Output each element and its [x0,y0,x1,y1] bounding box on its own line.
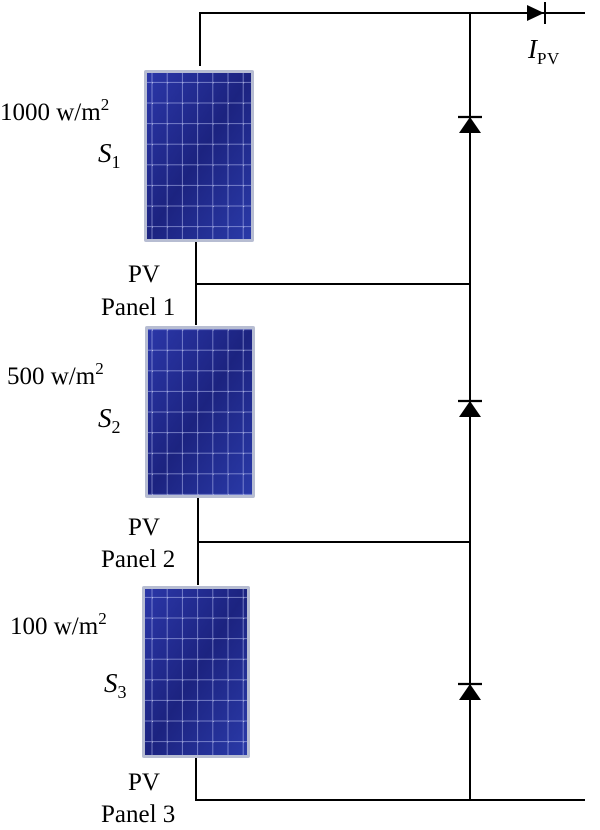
wire-panel-1-bottom [195,242,470,285]
pv-panel-2-image [145,326,255,498]
panel-2-irradiance: 500 w/m2 [7,359,104,390]
wire-panel-2-bottom [197,498,470,543]
pv-panel-1-image [144,70,254,242]
bypass-diode-2 [458,399,482,417]
panel-3-symbol: S3 [104,668,127,702]
panel-1-irradiance: 1000 w/m2 [0,95,110,126]
panel-3-label-name: Panel 3 [101,801,176,828]
wire-top [199,12,585,66]
panel-3-label-pv: PV [128,769,160,796]
panel-2-label-name: Panel 2 [101,546,176,573]
pv-panel-3-image [142,586,250,758]
bypass-diode-3 [458,682,482,700]
output-diode-symbol [527,2,546,24]
panel-1-symbol: S1 [98,138,121,172]
panel-2-symbol: S2 [98,403,121,437]
panel-1-label-pv: PV [128,261,160,288]
output-current-label: IPV [528,34,560,68]
bypass-diode-1 [458,115,482,133]
panel-1-label-name: Panel 1 [101,294,176,321]
panel-2-label-pv: PV [128,514,160,541]
panel-3-irradiance: 100 w/m2 [10,609,107,640]
wire-panel-3-bottom [195,758,585,801]
